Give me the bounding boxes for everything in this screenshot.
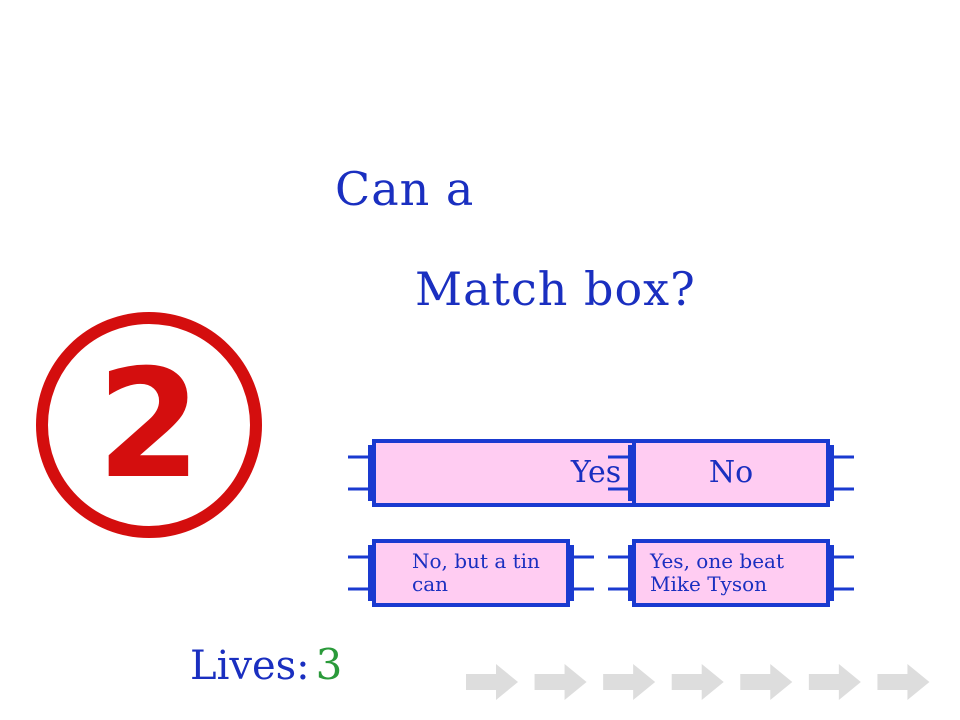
lives-label: Lives:: [190, 643, 310, 689]
progress-arrow-icon: [740, 664, 793, 700]
level-number: 2: [96, 338, 202, 512]
answer-label: No: [708, 455, 754, 490]
answer-label: Yes: [570, 455, 622, 490]
progress-arrow-icon: [808, 664, 861, 700]
answer-button-mike-tyson[interactable]: Yes, one beat Mike Tyson: [606, 533, 856, 613]
answer-frame: [348, 539, 594, 607]
lives-count: 3: [315, 640, 343, 689]
progress-arrow-icon: [466, 664, 518, 700]
level-badge: 2: [36, 312, 262, 538]
answer-label: No, but a tin can: [412, 549, 540, 596]
answer-frame: [608, 539, 854, 607]
progress-arrow-icon: [671, 664, 724, 700]
progress-arrow-icon: [534, 664, 587, 700]
question-line-1: Can a: [335, 162, 475, 216]
progress-arrows: [466, 664, 930, 700]
lives-display: Lives:3: [190, 640, 342, 689]
answer-button-tin-can[interactable]: No, but a tin can: [346, 533, 596, 613]
question-line-2: Match box?: [415, 262, 696, 316]
progress-arrow-icon: [603, 664, 656, 700]
progress-arrow-icon: [877, 664, 930, 700]
answer-frame: [608, 439, 854, 507]
answer-label: Yes, one beat Mike Tyson: [650, 549, 784, 596]
answer-button-no[interactable]: No: [606, 433, 856, 513]
